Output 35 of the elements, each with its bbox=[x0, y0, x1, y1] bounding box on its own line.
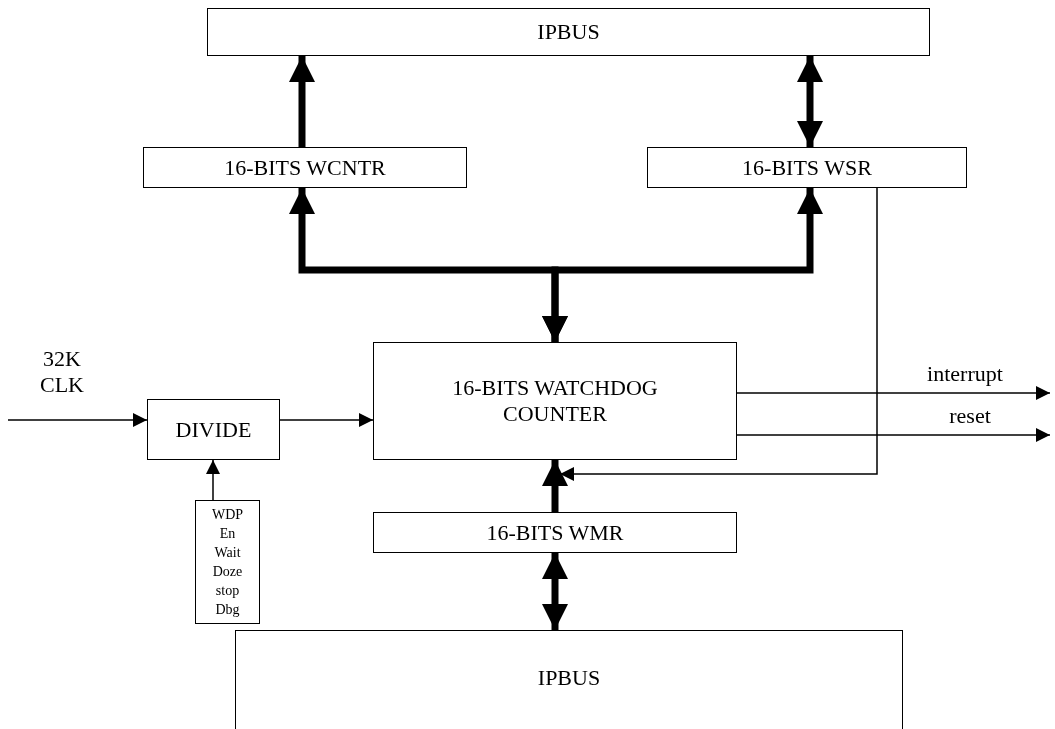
node-label: 16-BITS WMR bbox=[486, 519, 624, 546]
signal-arrow bbox=[559, 187, 878, 481]
node-label: stop bbox=[215, 582, 240, 600]
node-label: 16-BITS WATCHDOG COUNTER bbox=[451, 375, 659, 427]
node-label: WDP bbox=[211, 506, 244, 524]
signal-arrow bbox=[736, 428, 1051, 442]
node-label: Dbg bbox=[215, 601, 240, 619]
edge-label: 32K CLK bbox=[39, 346, 85, 398]
node-label: 16-BITS WCNTR bbox=[224, 154, 386, 181]
bus-arrow bbox=[542, 188, 823, 342]
register-box bbox=[373, 342, 737, 460]
node-label: Wait bbox=[214, 544, 241, 562]
register-box bbox=[647, 147, 967, 188]
node-label: En bbox=[219, 525, 236, 543]
bus-arrow bbox=[542, 460, 568, 512]
node-label: Doze bbox=[212, 563, 243, 581]
bus-arrow bbox=[289, 56, 315, 147]
register-box bbox=[373, 512, 737, 553]
bus-arrow bbox=[797, 56, 823, 147]
signal-arrow bbox=[736, 386, 1051, 400]
node-label: DIVIDE bbox=[175, 416, 252, 443]
register-box bbox=[147, 399, 280, 460]
signal-arrow bbox=[206, 459, 220, 501]
edge-label: interrupt bbox=[926, 361, 1004, 387]
bus-arrow bbox=[542, 553, 568, 630]
signal-arrow bbox=[279, 413, 374, 427]
register-box bbox=[143, 147, 467, 188]
node-label: IPBUS bbox=[537, 665, 601, 691]
parameter-box bbox=[195, 500, 260, 624]
register-box bbox=[235, 630, 903, 729]
register-box bbox=[207, 8, 930, 56]
edge-label: reset bbox=[948, 403, 992, 429]
node-label: IPBUS bbox=[537, 19, 600, 45]
signal-arrow bbox=[7, 413, 148, 427]
node-label: 16-BITS WSR bbox=[742, 154, 872, 181]
